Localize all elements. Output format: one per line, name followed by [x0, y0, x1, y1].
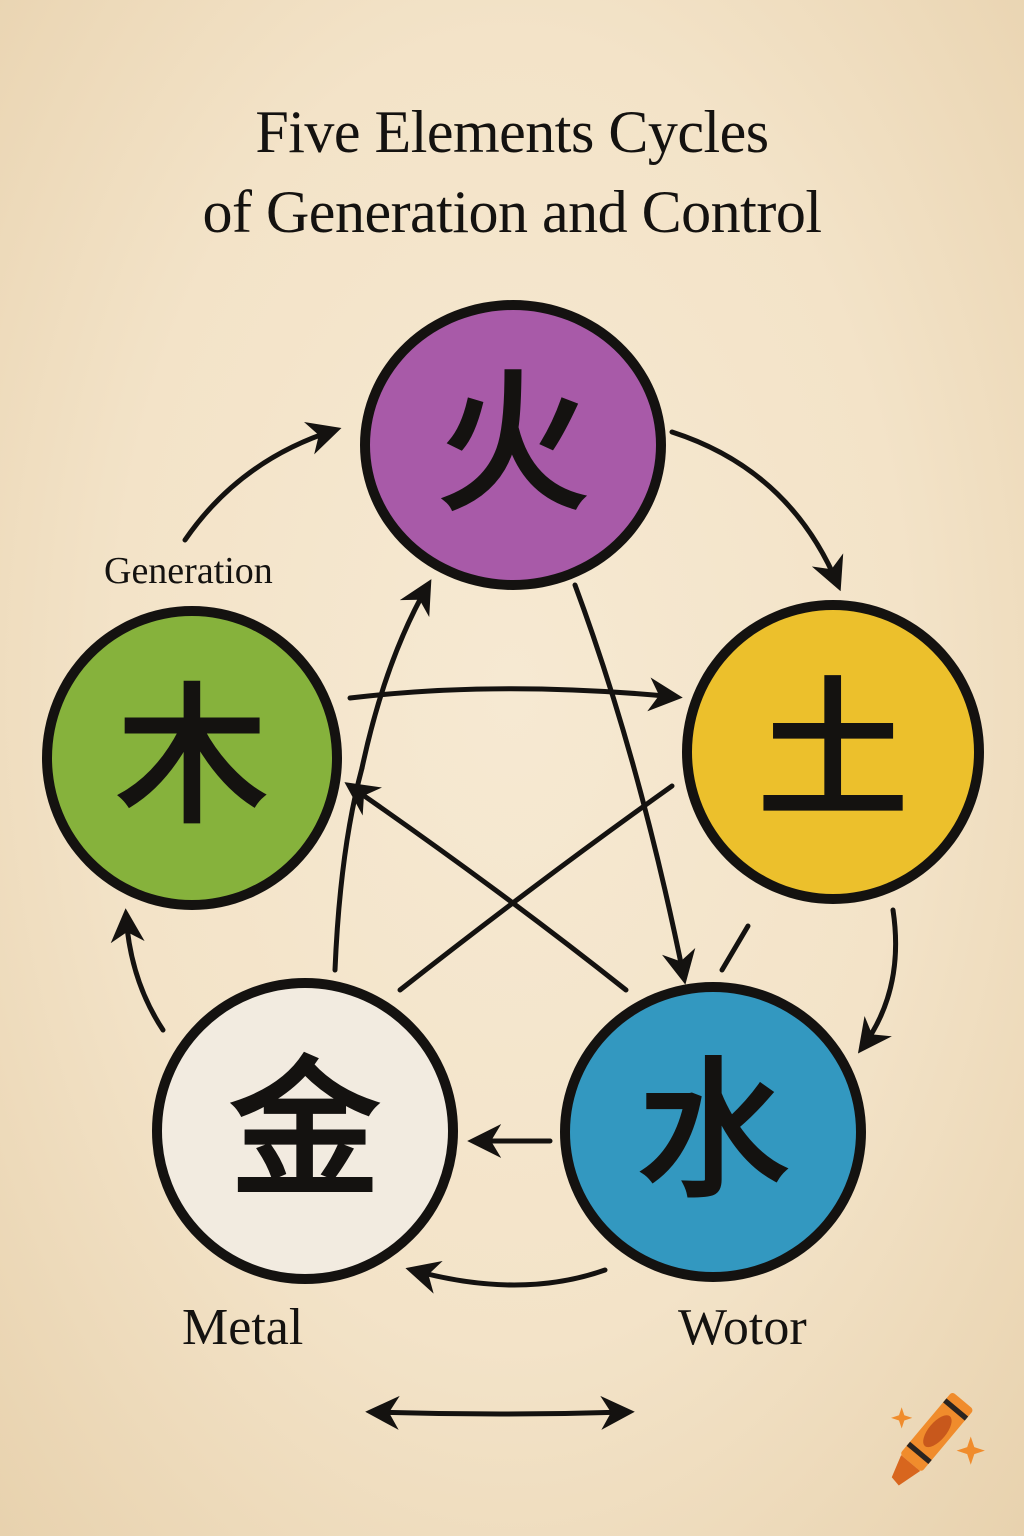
water-glyph: 水 [637, 1045, 788, 1219]
element-wood: 木 [42, 606, 342, 910]
metal-glyph: 金 [229, 1044, 380, 1218]
wood-glyph: 木 [116, 671, 267, 845]
arrow-fire-to-earth [669, 429, 844, 592]
crayon-icon [891, 1392, 985, 1486]
element-water: 水 [560, 982, 866, 1282]
element-fire: 火 [360, 300, 666, 590]
stray-stroke [719, 923, 751, 973]
element-earth: 土 [682, 600, 984, 904]
arrow-metal-to-wood [110, 908, 166, 1033]
arrow-earth-to-water [857, 907, 899, 1054]
fire-glyph: 火 [437, 358, 588, 532]
title-line-1: Five Elements Cycles [255, 99, 769, 165]
arrow-water-to-metal [405, 1260, 608, 1294]
water-label: Wotor [678, 1299, 807, 1356]
arrow-wood-to-earth [347, 677, 683, 712]
arrow-to-fire [359, 579, 432, 771]
line-metal-up [332, 765, 365, 973]
page-title: Five Elements Cycles of Generation and C… [0, 92, 1024, 252]
earth-glyph: 土 [757, 665, 908, 839]
generation-label: Generation [104, 550, 273, 592]
element-metal: 金 [152, 978, 458, 1284]
title-line-2: of Generation and Control [202, 179, 823, 245]
arrow-fire-to-water [572, 582, 696, 985]
double-headed-arrow [365, 1395, 635, 1430]
metal-label: Metal [182, 1299, 304, 1356]
arrow-water-to-wood [344, 782, 629, 993]
arrow-wood-to-fire [182, 421, 342, 543]
line-metal-to-earth [397, 783, 675, 993]
